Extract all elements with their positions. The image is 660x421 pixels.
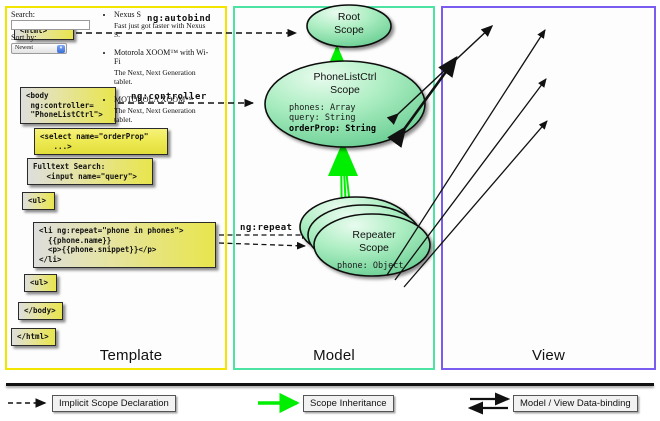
sort-select-value: Newest — [15, 45, 33, 51]
label-ng-autobind: ng:autobind — [147, 14, 212, 24]
phone-list: Nexus S — [104, 10, 209, 19]
panel-model-label: Model — [313, 347, 355, 364]
phone-name: Motorola XOOM™ with Wi-Fi — [114, 48, 209, 66]
legend-model-view-data-binding: Model / View Data-binding — [513, 395, 638, 412]
code-html-close: </html> — [11, 328, 56, 346]
phone-snippet: The Next, Next Generation tablet. — [114, 106, 196, 124]
panel-view: View — [441, 6, 656, 370]
phone-list: Motorola XOOM™ with Wi-Fi — [104, 48, 209, 66]
phone-snippet: The Next, Next Generation tablet. — [114, 68, 196, 86]
code-select: <select name="orderProp" ...> — [34, 128, 168, 155]
code-fulltext: Fulltext Search: <input name="query"> — [27, 158, 153, 185]
list-item[interactable]: Motorola XOOM™ with Wi-Fi — [114, 48, 209, 66]
search-input[interactable] — [11, 20, 90, 30]
chevron-down-icon: ▾ — [57, 45, 65, 53]
code-body-open: <body ng:controller= "PhoneListCtrl"> — [20, 87, 116, 124]
phone-list: MOTOROLA XOOM™ — [104, 95, 209, 104]
legend-implicit-scope-declaration: Implicit Scope Declaration — [52, 395, 176, 412]
code-ul-open: <ul> — [22, 192, 55, 210]
code-li-repeat: <li ng:repeat="phone in phones"> {{phone… — [33, 222, 216, 268]
panel-template-label: Template — [99, 347, 163, 364]
list-item[interactable]: MOTOROLA XOOM™ — [114, 95, 209, 104]
panel-model: Model — [233, 6, 435, 370]
panel-view-label: View — [531, 347, 566, 364]
phone-name: MOTOROLA XOOM™ — [114, 95, 194, 104]
sort-select[interactable]: Newest ▾ — [11, 43, 67, 54]
view-form: Search: Sort by: Newest ▾ — [11, 10, 97, 54]
phone-snippet: Fast just got faster with Nexus S. — [114, 21, 206, 39]
code-body-close: </body> — [18, 302, 63, 320]
code-ul-close: <ul> — [24, 274, 57, 292]
list-item[interactable]: Nexus S — [114, 10, 209, 19]
view-phone-list: Nexus S Fast just got faster with Nexus … — [104, 10, 209, 133]
legend-scope-inheritance: Scope Inheritance — [303, 395, 394, 412]
label-ng-repeat: ng:repeat — [240, 223, 293, 233]
label-ng-controller: ng:controller — [131, 92, 207, 102]
legend-divider — [6, 383, 654, 386]
sort-label: Sort by: — [11, 33, 37, 42]
search-label: Search: — [11, 10, 35, 19]
phone-name: Nexus S — [114, 10, 141, 19]
